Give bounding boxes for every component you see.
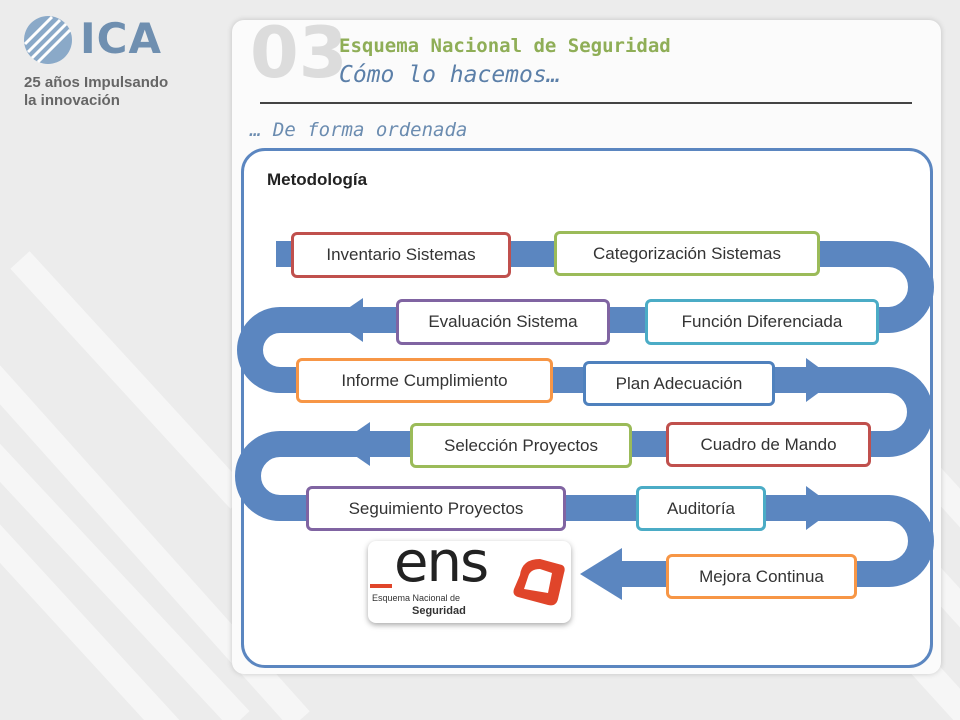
ica-logo: ICA 25 años Impulsando la innovación bbox=[22, 14, 222, 124]
arrow-path bbox=[235, 241, 934, 587]
step-mejora-continua: Mejora Continua bbox=[666, 554, 857, 599]
arrowhead-row2 bbox=[331, 298, 363, 342]
section-title: Esquema Nacional de Seguridad bbox=[339, 35, 671, 57]
step-auditoria: Auditoría bbox=[636, 486, 766, 531]
step-seleccion-proyectos: Selección Proyectos bbox=[410, 423, 632, 468]
step-cuadro-de-mando: Cuadro de Mando bbox=[666, 422, 871, 467]
ens-logo-line1: Esquema Nacional de bbox=[372, 593, 461, 603]
step-funcion-diferenciada: Función Diferenciada bbox=[645, 299, 879, 345]
step-label: Selección Proyectos bbox=[443, 435, 599, 455]
arrowhead-end bbox=[580, 548, 622, 600]
step-label: Seguimiento Proyectos bbox=[348, 498, 524, 518]
step-label: Función Diferenciada bbox=[681, 312, 843, 331]
intro-text: … De forma ordenada bbox=[250, 119, 468, 141]
header-divider bbox=[260, 102, 912, 104]
step-informe-cumplimiento: Informe Cumplimiento bbox=[296, 358, 553, 403]
ica-globe-icon bbox=[23, 15, 72, 64]
step-label: Evaluación Sistema bbox=[428, 312, 578, 331]
ens-logo-word: ens bbox=[394, 530, 489, 595]
step-seguimiento-proyectos: Seguimiento Proyectos bbox=[306, 486, 566, 531]
arrowhead-row3 bbox=[806, 358, 836, 402]
ens-logo-bar bbox=[370, 584, 392, 588]
arrowhead-row5 bbox=[806, 486, 836, 530]
step-categorizacion-sistemas: Categorización Sistemas bbox=[554, 231, 820, 276]
section-subtitle: Cómo lo hacemos… bbox=[339, 62, 561, 88]
step-label: Categorización Sistemas bbox=[592, 243, 782, 263]
step-label: Plan Adecuación bbox=[615, 373, 743, 393]
ica-logo-text: ICA bbox=[80, 14, 162, 63]
step-evaluacion-sistema: Evaluación Sistema bbox=[396, 299, 610, 345]
arrowhead-row4 bbox=[338, 422, 370, 466]
step-plan-adecuacion: Plan Adecuación bbox=[583, 361, 775, 406]
ens-logo: ens Esquema Nacional de Seguridad bbox=[368, 535, 571, 623]
ens-emblem-icon bbox=[513, 559, 565, 606]
step-label: Informe Cumplimiento bbox=[341, 370, 508, 390]
step-label: Inventario Sistemas bbox=[326, 245, 476, 264]
step-label: Cuadro de Mando bbox=[700, 434, 837, 454]
logo-tagline-line2: la innovación bbox=[24, 92, 120, 109]
step-label: Mejora Continua bbox=[699, 566, 824, 586]
step-inventario-sistemas: Inventario Sistemas bbox=[291, 232, 511, 278]
logo-tagline-line1: 25 años Impulsando bbox=[24, 74, 169, 91]
section-number: 03 bbox=[250, 12, 348, 94]
step-label: Auditoría bbox=[666, 498, 736, 518]
ens-logo-line2: Seguridad bbox=[412, 605, 466, 617]
methodology-title: Metodología bbox=[267, 170, 368, 189]
